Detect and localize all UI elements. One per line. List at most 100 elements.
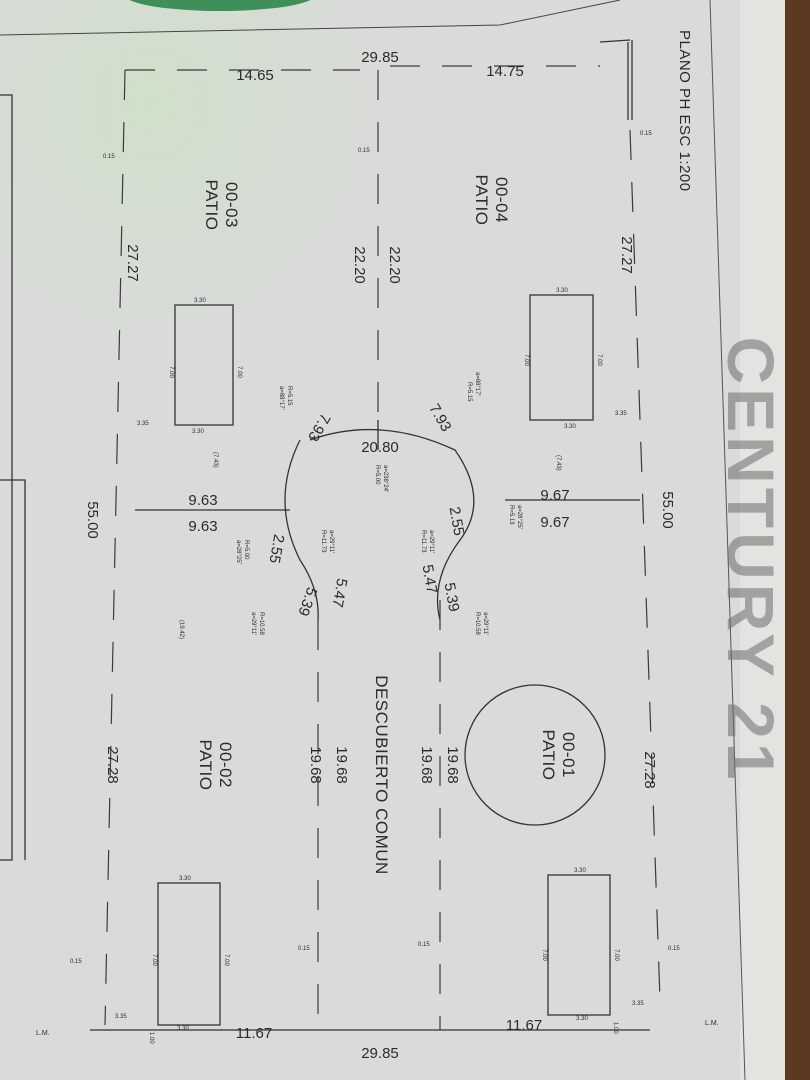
curve-note: a=238°24' xyxy=(382,465,388,492)
unit-id: 00-01 xyxy=(559,732,578,778)
box-width: 3.30 xyxy=(556,288,568,294)
curve-note: a=29°11' xyxy=(328,530,334,553)
box-height: 7.00 xyxy=(523,354,529,366)
box-height: 7.00 xyxy=(596,354,602,366)
dim-9-63: 9.63 xyxy=(188,518,217,535)
box-height: 7.00 xyxy=(541,949,547,961)
dim-top-total: 29.85 xyxy=(361,49,399,66)
dim-19-68: 19.68 xyxy=(307,746,324,784)
century21-watermark: CENTURY 21 xyxy=(714,336,788,783)
dim-9-63: 9.63 xyxy=(188,492,217,509)
box-offset: 1.00 xyxy=(612,1022,618,1034)
unit-label: PATIO xyxy=(202,180,221,231)
curve-note: R=11.73 xyxy=(420,530,426,553)
glass-object xyxy=(129,0,311,11)
box-width: 3.30 xyxy=(574,868,586,874)
curve-note: a=88°17' xyxy=(474,372,480,396)
dim-9-67: 9.67 xyxy=(540,487,569,504)
curve-note: a=29°11' xyxy=(428,530,434,553)
curve-note: a=29°11' xyxy=(482,612,488,635)
patio-circle xyxy=(464,684,606,826)
dim-left-total: 55.00 xyxy=(84,501,101,539)
unit-label: PATIO xyxy=(196,740,215,791)
wall-thickness: 0.15 xyxy=(418,942,430,948)
dim-5-47: 5.47 xyxy=(419,563,441,595)
curve-note: R=5.15 xyxy=(286,386,292,406)
dim-paren: (19.42) xyxy=(178,620,184,639)
box xyxy=(547,874,611,1016)
box-width: 3.30 xyxy=(177,1026,189,1032)
box xyxy=(174,304,234,426)
dim-3-35: 3.35 xyxy=(115,1014,127,1020)
wall-thickness: 0.15 xyxy=(668,946,680,952)
unit-id: 00-03 xyxy=(222,182,241,228)
dim-paren: (7.43) xyxy=(555,455,561,471)
dim-3-35: 3.35 xyxy=(615,411,627,417)
unit-label: PATIO xyxy=(472,175,491,226)
dim-arc-top: 20.80 xyxy=(361,439,399,456)
wall-thickness: 0.15 xyxy=(358,148,370,154)
dim-unit03-len: 27.27 xyxy=(124,244,141,282)
dim-mid: 22.20 xyxy=(386,246,403,284)
curve-note: R=5.15 xyxy=(466,382,472,402)
wall-thickness: 0.15 xyxy=(298,946,310,952)
dim-19-68: 19.68 xyxy=(333,746,350,784)
lm-label: L.M. xyxy=(705,1020,719,1027)
dim-19-68: 19.68 xyxy=(418,746,435,784)
dim-bottom-right: 11.67 xyxy=(506,1017,542,1034)
dim-paren: (7.43) xyxy=(212,452,218,468)
curve-note: R=5.00 xyxy=(374,465,380,485)
box-width: 3.30 xyxy=(192,429,204,435)
dim-unit02-len: 27.28 xyxy=(104,746,121,784)
curve-note: a=88°17' xyxy=(278,386,284,410)
wall-thickness: 0.15 xyxy=(640,131,652,137)
unit-label: PATIO xyxy=(539,730,558,781)
dim-top-left: 14.65 xyxy=(236,67,274,84)
curve-note: R=10.58 xyxy=(474,612,480,636)
curve-note: R=5.13 xyxy=(508,505,514,525)
dim-unit01-len: 27.28 xyxy=(641,751,658,789)
dim-bottom-left: 11.67 xyxy=(236,1025,272,1042)
box-height: 7.00 xyxy=(613,949,619,961)
dim-right-total: 55.00 xyxy=(659,491,676,529)
box-width: 3.30 xyxy=(576,1016,588,1022)
box xyxy=(529,294,594,421)
dim-top-right: 14.75 xyxy=(486,63,524,80)
dim-3-35: 3.35 xyxy=(137,421,149,427)
unit-id: 00-02 xyxy=(216,742,235,788)
box-width: 3.30 xyxy=(194,298,206,304)
curve-note: R=10.58 xyxy=(258,612,264,636)
dim-bottom-total: 29.85 xyxy=(361,1045,399,1062)
dim-mid: 22.20 xyxy=(351,246,368,284)
wall xyxy=(627,40,633,120)
box-height: 7.00 xyxy=(223,954,229,966)
box-width: 3.30 xyxy=(564,424,576,430)
dim-9-67: 9.67 xyxy=(540,514,569,531)
box-width: 3.30 xyxy=(179,876,191,882)
box-height: 7.00 xyxy=(151,954,157,966)
curve-note: a=28°25' xyxy=(235,540,241,564)
dim-5-39: 5.39 xyxy=(441,581,463,613)
curve-note: a=29°11' xyxy=(250,612,256,635)
box-height: 7.00 xyxy=(168,366,174,378)
dim-5-47: 5.47 xyxy=(329,577,351,609)
curve-note: a=28°25' xyxy=(516,505,522,529)
dim-2-55: 2.55 xyxy=(266,533,288,565)
dim-19-68: 19.68 xyxy=(444,746,461,784)
box xyxy=(157,882,221,1026)
dim-3-35: 3.35 xyxy=(632,1001,644,1007)
curve-note: R=5.00 xyxy=(243,540,249,560)
box-height: 7.00 xyxy=(236,366,242,378)
box-offset: 1.00 xyxy=(148,1032,154,1044)
lm-label: L.M. xyxy=(36,1030,50,1037)
wall-thickness: 0.15 xyxy=(103,154,115,160)
wood-table xyxy=(785,0,810,1080)
wall-thickness: 0.15 xyxy=(70,959,82,965)
page-border xyxy=(709,0,746,1080)
common-area-label: DESCUBIERTO COMUN xyxy=(372,675,391,875)
dim-2-55: 2.55 xyxy=(446,505,468,537)
dim-unit04-len: 27.27 xyxy=(618,236,635,274)
unit-id: 00-04 xyxy=(492,177,511,223)
plan-title: PLANO PH ESC 1:200 xyxy=(676,30,693,192)
